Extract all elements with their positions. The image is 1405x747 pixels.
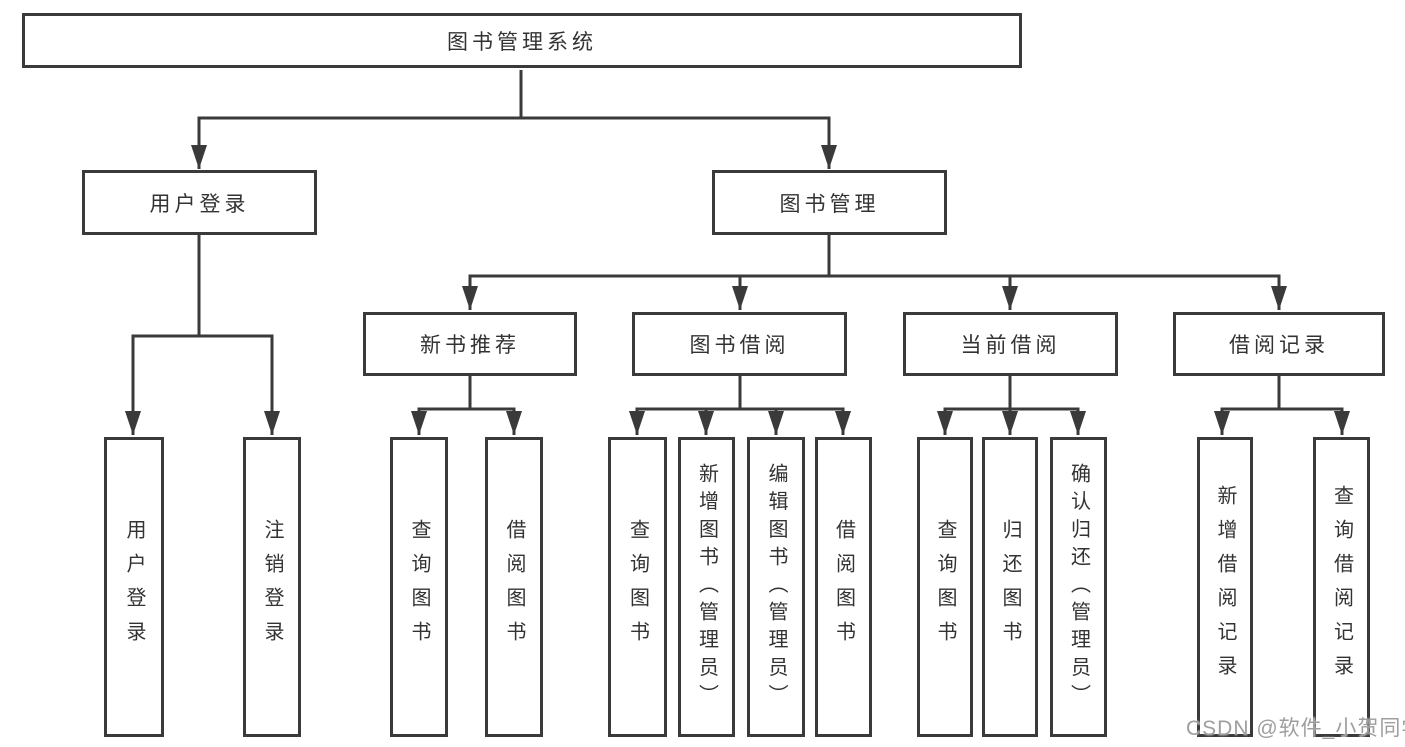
node-book-borrow: 图书借阅 (632, 312, 847, 376)
node-label: 用户登录 (123, 519, 145, 655)
node-label: 借阅记录 (1229, 334, 1329, 357)
node-borrow-records: 借阅记录 (1173, 312, 1385, 376)
node-label: 用户登录 (149, 192, 250, 216)
node-label: 新增图书（管理员） (695, 462, 718, 712)
leaf-query-borrow-record: 查询借阅记录 (1313, 437, 1370, 737)
leaf-query-book-current: 查询图书 (917, 437, 973, 737)
node-label: 归还图书 (999, 519, 1021, 655)
node-label: 当前借阅 (960, 334, 1061, 357)
node-label: 编辑图书（管理员） (765, 462, 787, 712)
leaf-edit-book-admin: 编辑图书（管理员） (747, 437, 805, 737)
node-label: 新增借阅记录 (1214, 485, 1236, 689)
node-user-login: 用户登录 (82, 170, 317, 235)
node-label: 查询图书 (408, 519, 430, 655)
node-label: 注销登录 (261, 519, 283, 655)
node-label: 新书推荐 (420, 334, 520, 357)
node-library-system: 图书管理系统 (22, 13, 1022, 68)
node-label: 确认归还（管理员） (1067, 462, 1090, 712)
node-label: 图书借阅 (689, 334, 790, 357)
node-current-borrow: 当前借阅 (903, 312, 1118, 376)
node-label: 图书管理系统 (447, 30, 597, 54)
leaf-borrow-book-recommend: 借阅图书 (485, 437, 543, 737)
leaf-query-book-recommend: 查询图书 (390, 437, 448, 737)
leaf-user-login: 用户登录 (104, 437, 164, 737)
node-label: 借阅图书 (503, 519, 525, 655)
leaf-borrow-book: 借阅图书 (815, 437, 872, 737)
leaf-confirm-return-admin: 确认归还（管理员） (1050, 437, 1107, 737)
node-label: 查询图书 (626, 519, 649, 655)
node-label: 借阅图书 (832, 519, 855, 655)
leaf-add-borrow-record: 新增借阅记录 (1197, 437, 1253, 737)
node-book-management: 图书管理 (712, 170, 947, 235)
watermark: CSDN @软件_小贺同学 (1186, 717, 1405, 740)
leaf-query-book-borrow: 查询图书 (608, 437, 667, 737)
leaf-add-book-admin: 新增图书（管理员） (678, 437, 735, 737)
node-new-book-recommend: 新书推荐 (363, 312, 577, 376)
node-label: 图书管理 (779, 192, 880, 216)
leaf-return-book: 归还图书 (982, 437, 1038, 737)
leaf-logout-login: 注销登录 (243, 437, 301, 737)
node-label: 查询借阅记录 (1330, 485, 1353, 689)
node-label: 查询图书 (934, 519, 956, 655)
